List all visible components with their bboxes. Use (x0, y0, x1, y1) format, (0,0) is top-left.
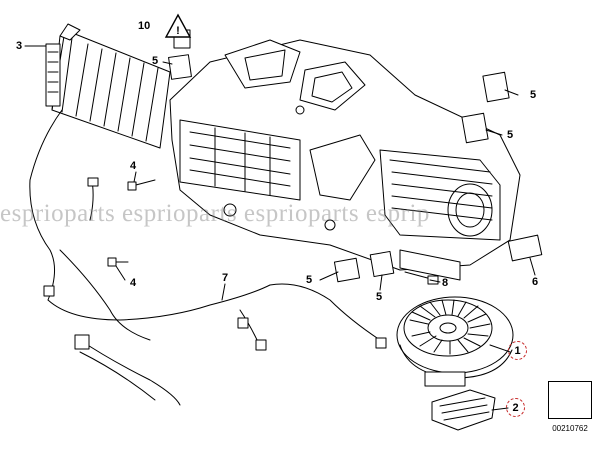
callout-5: 5 (152, 55, 159, 67)
blower-motor (396, 296, 514, 387)
hvac-housing (169, 39, 521, 281)
callout-4: 4 (130, 160, 137, 172)
watermark: esprioparts esprioparts esprioparts espr… (0, 200, 430, 227)
diagram-reference-box (548, 381, 592, 419)
callout-4: 4 (130, 277, 137, 289)
diagram-id: 00210762 (552, 424, 588, 433)
callout-6: 6 (532, 276, 539, 288)
callout-2-highlighted: 2 (506, 398, 525, 417)
svg-text:!: ! (176, 25, 180, 37)
callout-5: 5 (376, 291, 383, 303)
callout-7: 7 (222, 272, 229, 284)
callout-5: 5 (306, 274, 313, 286)
sensors (107, 179, 439, 285)
heater-core (45, 23, 171, 149)
blower-resistor (431, 389, 496, 431)
callout-8: 8 (442, 277, 449, 289)
callout-10: 10 (138, 20, 151, 32)
callout-5: 5 (507, 129, 514, 141)
callout-3: 3 (16, 40, 23, 52)
callout-1-highlighted: 1 (508, 341, 527, 360)
warning-triangle-icon: ! (164, 13, 192, 38)
callout-5: 5 (530, 89, 537, 101)
wiring-harness (29, 109, 387, 406)
leader-lines (24, 45, 536, 411)
